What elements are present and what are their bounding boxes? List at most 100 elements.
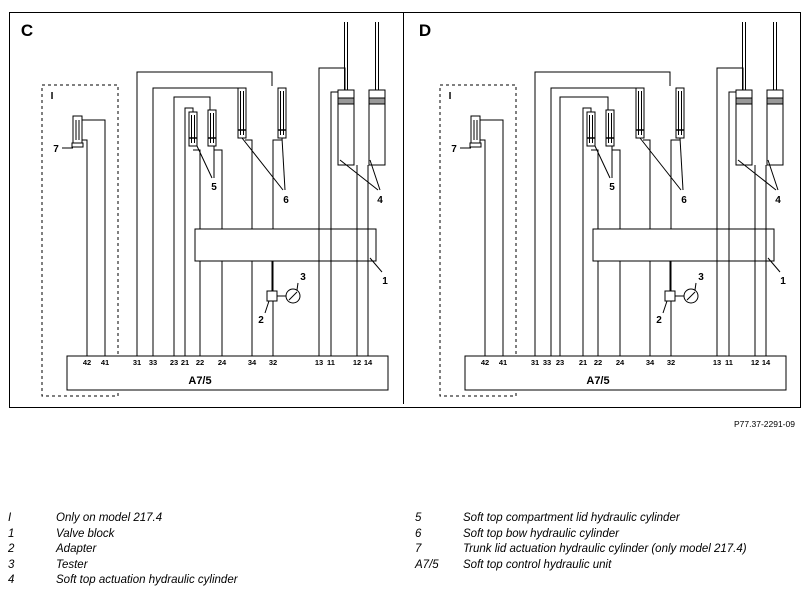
leader-line <box>264 300 270 314</box>
pin-label: 12 <box>353 358 361 367</box>
hydraulic-line <box>480 119 504 356</box>
leader-line <box>737 159 777 191</box>
legend-text: Adapter <box>56 543 97 556</box>
leader-line <box>767 159 779 191</box>
trunk-lid-cylinder <box>72 115 83 145</box>
gauge-needle <box>288 291 298 301</box>
callout-5: 5 <box>609 182 615 193</box>
callout-1: 1 <box>780 276 786 287</box>
trunk-lid-cylinder <box>470 115 481 145</box>
pin-label: 21 <box>579 358 587 367</box>
legend-key: 4 <box>8 574 15 587</box>
legend-text: Soft top compartment lid hydraulic cylin… <box>463 512 680 524</box>
hydraulic-line <box>643 139 651 229</box>
leader-line <box>369 257 383 273</box>
cylinder-mount <box>469 142 482 148</box>
hydraulic-line <box>534 71 671 356</box>
hydraulic-line <box>728 91 736 356</box>
legend-text: Soft top bow hydraulic cylinder <box>463 527 619 540</box>
panel-letter: D <box>419 21 431 40</box>
legend-row: 6 Soft top bow hydraulic cylinder <box>415 528 811 544</box>
callout-7: 7 <box>53 144 59 155</box>
pin-label: 31 <box>133 358 141 367</box>
leader-line <box>339 159 379 191</box>
leader-line <box>296 282 299 291</box>
hydraulic-line <box>476 139 486 356</box>
hydraulic-line <box>272 139 282 229</box>
legend-right: 5 Soft top compartment lid hydraulic cyli… <box>415 512 811 574</box>
pin-label: 23 <box>556 358 564 367</box>
pin-label: 22 <box>196 358 204 367</box>
adapter <box>266 290 278 302</box>
callout-2: 2 <box>656 315 662 326</box>
leader-line <box>767 257 781 273</box>
pin-label: 33 <box>543 358 551 367</box>
pin-label: 34 <box>248 358 257 367</box>
pin-label: 13 <box>713 358 721 367</box>
leader-line <box>281 137 286 191</box>
pin-label: 24 <box>616 358 625 367</box>
panel-letter: C <box>21 21 33 40</box>
callout-6: 6 <box>681 195 687 206</box>
leader-line <box>662 300 668 314</box>
hydraulic-cylinder-body <box>605 109 615 147</box>
legend-key: 5 <box>415 512 422 524</box>
legend-text: Valve block <box>56 527 115 540</box>
actuation-cylinder-piston <box>368 97 386 105</box>
section-boundary <box>41 84 119 397</box>
pin-label: 42 <box>83 358 91 367</box>
hydraulic-line <box>559 96 609 356</box>
hydraulic-line <box>173 96 211 356</box>
leader-line <box>196 145 213 179</box>
hydraulic-cylinder-body <box>207 109 217 147</box>
hydraulic-cylinder-body <box>188 111 198 147</box>
hydraulic-line <box>214 149 223 229</box>
callout-5: 5 <box>211 182 217 193</box>
pin-label: 42 <box>481 358 489 367</box>
leader-line <box>369 159 381 191</box>
section-label: I <box>51 91 54 102</box>
hydraulic-cylinder-body <box>586 111 596 147</box>
hydraulic-line <box>550 87 638 356</box>
leader-line <box>594 145 611 179</box>
hydraulic-line <box>193 149 201 229</box>
pin-label: 41 <box>101 358 109 367</box>
legend-key: A7/5 <box>415 558 439 571</box>
pin-label: 24 <box>218 358 227 367</box>
legend-key: 6 <box>415 527 422 540</box>
valve-block <box>194 228 377 262</box>
hydraulic-line <box>612 149 621 229</box>
hydraulic-line <box>591 149 599 229</box>
pin-label: 21 <box>181 358 189 367</box>
leader-line <box>639 137 682 191</box>
control-unit-label: A7/5 <box>586 375 609 387</box>
actuation-cylinder-body <box>368 89 386 166</box>
callout-6: 6 <box>283 195 289 206</box>
callout-2: 2 <box>258 315 264 326</box>
pin-label: 14 <box>364 358 373 367</box>
hydraulic-line <box>245 139 253 229</box>
adapter <box>664 290 676 302</box>
pin-label: 31 <box>531 358 539 367</box>
hydraulic-line <box>670 139 680 229</box>
legend-text: Soft top control hydraulic unit <box>463 558 612 571</box>
callout-3: 3 <box>698 272 704 283</box>
actuation-cylinder-piston <box>337 97 355 105</box>
callout-4: 4 <box>775 195 781 206</box>
pin-label: 34 <box>646 358 655 367</box>
callout-4: 4 <box>377 195 383 206</box>
pin-label: 13 <box>315 358 323 367</box>
legend-key: 1 <box>8 527 15 540</box>
legend-key: I <box>8 512 12 524</box>
pin-label: 12 <box>751 358 759 367</box>
section-label: I <box>449 91 452 102</box>
section-boundary <box>439 84 517 397</box>
legend-row: 1 Valve block <box>8 528 408 544</box>
